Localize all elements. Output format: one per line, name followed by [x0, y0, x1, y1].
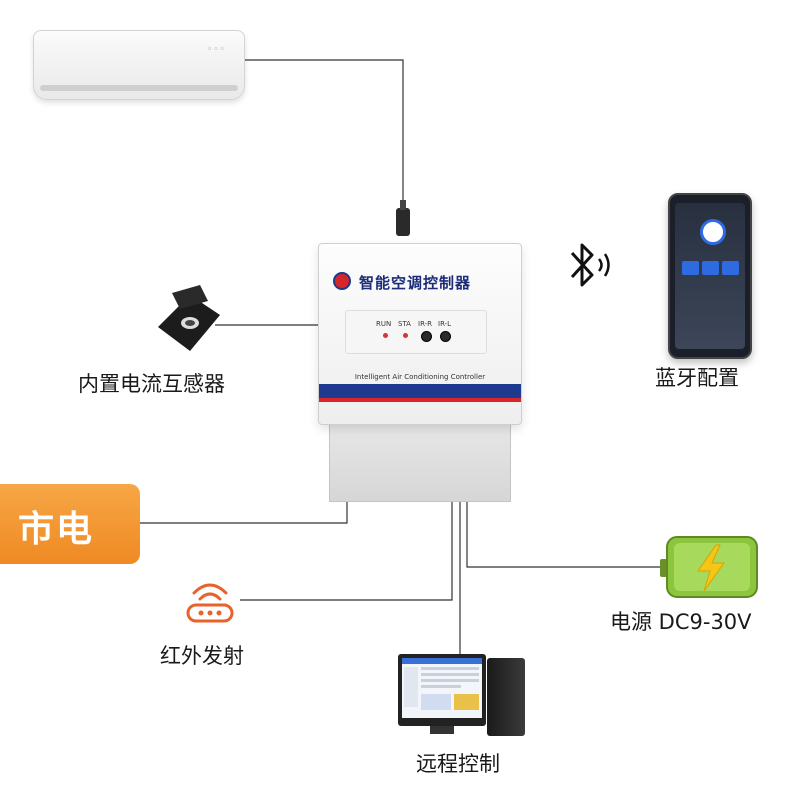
ac-brand-mark: ◦◦◦	[207, 45, 226, 55]
smartphone-icon	[668, 193, 752, 359]
indicator-label-sta: STA	[398, 320, 411, 328]
computer-icon	[398, 654, 486, 726]
indicator-panel: RUN STA IR-R IR-L	[345, 310, 487, 354]
air-conditioner-icon: ◦◦◦	[33, 30, 245, 100]
sta-led-icon	[403, 333, 408, 338]
mains-badge: 市电	[0, 484, 140, 564]
wire-ir	[240, 500, 453, 601]
current-sensor-icon	[158, 285, 220, 351]
app-tile	[682, 261, 699, 275]
device-subtitle: Intelligent Air Conditioning Controller	[354, 373, 486, 381]
pc-tower-icon	[487, 658, 525, 736]
controller-base	[329, 420, 511, 502]
infrared-icon	[186, 583, 234, 623]
device-red-stripe	[319, 398, 521, 402]
screen-content	[402, 658, 482, 710]
label-infrared: 红外发射	[160, 644, 244, 668]
ir-l-emitter-icon	[440, 331, 451, 342]
app-tile	[702, 261, 719, 275]
monitor-stand	[430, 726, 454, 734]
phone-screen	[675, 203, 745, 349]
monitor-screen	[402, 658, 482, 718]
indicator-label-ir-l: IR-L	[438, 320, 452, 328]
mains-label: 市电	[18, 509, 95, 550]
label-ct-sensor: 内置电流互感器	[78, 372, 225, 396]
app-logo-icon	[700, 219, 726, 245]
battery-icon	[660, 536, 758, 598]
device-blue-stripe	[319, 384, 521, 398]
label-power: 电源 DC9-30V	[610, 610, 752, 634]
controller-device: 智能空调控制器 RUN STA IR-R IR-L Intelligent Ai…	[318, 243, 522, 425]
wire-ac	[243, 59, 404, 212]
label-remote: 远程控制	[416, 752, 500, 776]
ir-r-emitter-icon	[421, 331, 432, 342]
plug	[396, 208, 410, 236]
wire-power	[466, 500, 660, 568]
brand-logo-icon	[333, 272, 351, 290]
indicator-label-ir-r: IR-R	[418, 320, 433, 328]
device-title: 智能空调控制器	[359, 274, 472, 292]
app-tile	[722, 261, 739, 275]
ac-vent	[40, 85, 238, 91]
run-led-icon	[383, 333, 388, 338]
wire-mains	[140, 500, 348, 524]
bluetooth-icon	[570, 243, 610, 287]
indicator-label-run: RUN	[376, 320, 392, 328]
label-bluetooth: 蓝牙配置	[655, 366, 739, 390]
